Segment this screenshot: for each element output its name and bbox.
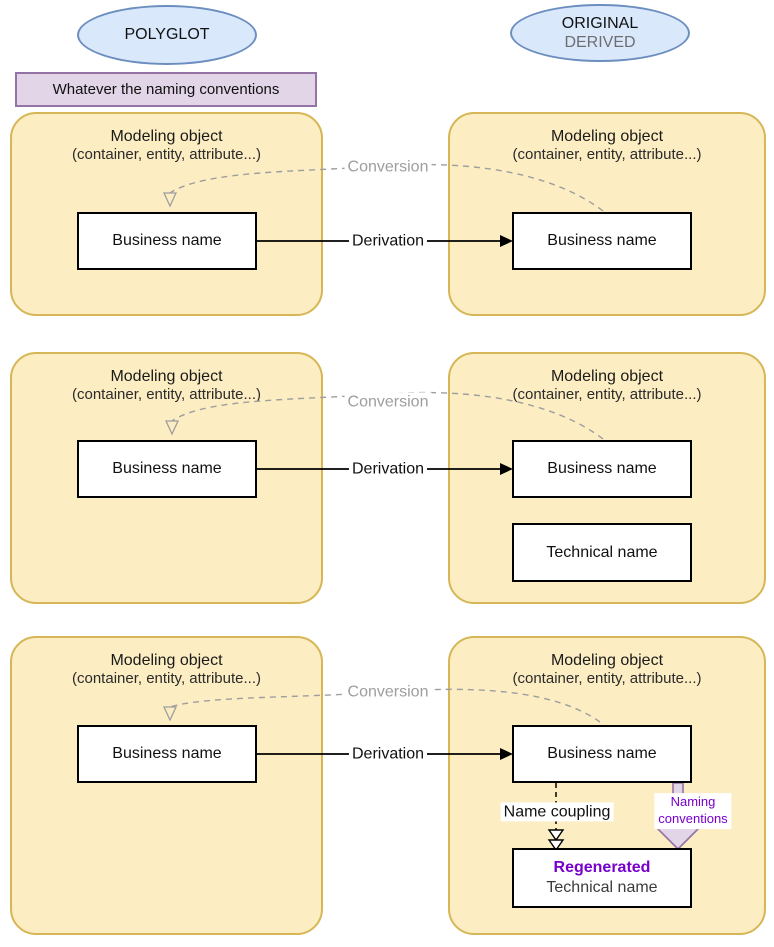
business-name-label: Business name: [547, 460, 657, 477]
panel-title: Modeling object: [110, 368, 223, 385]
business-name-box-row2-left: Business name: [77, 440, 257, 498]
polyglot-label: POLYGLOT: [124, 26, 210, 44]
regenerated-label: Regenerated: [553, 859, 651, 876]
panel-subtitle: (container, entity, attribute...): [72, 670, 261, 687]
naming-banner-label: Whatever the naming conventions: [52, 81, 280, 98]
conversion-arrowhead-icon: [162, 192, 178, 208]
derivation-label: Derivation: [348, 744, 428, 764]
derivation-label: Derivation: [348, 459, 428, 479]
naming-conventions-line2: conventions: [658, 811, 728, 826]
panel-title: Modeling object: [550, 652, 664, 669]
derivation-label: Derivation: [348, 231, 428, 251]
technical-name-label: Technical name: [546, 543, 658, 561]
business-name-box-row3-left: Business name: [77, 725, 257, 783]
naming-conventions-label: Naming conventions: [654, 793, 732, 829]
technical-name-box: Technical name: [512, 523, 692, 582]
business-name-label: Business name: [547, 745, 657, 762]
conversion-label: Conversion: [344, 157, 432, 177]
derived-label: DERIVED: [564, 34, 636, 51]
business-name-box-row1-right: Business name: [512, 212, 692, 270]
modeling-object-panel-row3-left: Modeling object (container, entity, attr…: [10, 636, 323, 935]
business-name-box-row3-right: Business name: [512, 725, 692, 783]
naming-conventions-line1: Naming: [670, 794, 716, 810]
derivation-arrowhead-icon: [500, 463, 513, 475]
business-name-box-row2-right: Business name: [512, 440, 692, 498]
panel-subtitle: (container, entity, attribute...): [72, 146, 261, 163]
original-derived-ellipse: ORIGINAL DERIVED: [510, 4, 690, 62]
panel-title: Modeling object: [110, 128, 223, 145]
name-coupling-label: Name coupling: [500, 802, 614, 822]
panel-subtitle: (container, entity, attribute...): [72, 386, 261, 403]
derivation-arrowhead-icon: [500, 748, 513, 760]
naming-banner: Whatever the naming conventions: [15, 72, 317, 107]
regenerated-technical-label: Technical name: [546, 879, 658, 896]
original-label: ORIGINAL: [561, 14, 639, 32]
conversion-arrowhead-icon: [164, 420, 180, 436]
business-name-label: Business name: [112, 745, 222, 762]
conversion-arrowhead-icon: [162, 706, 178, 722]
business-name-box-row1-left: Business name: [77, 212, 257, 270]
name-coupling-arrowhead-icon: [547, 839, 565, 852]
panel-subtitle: (container, entity, attribute...): [512, 146, 702, 163]
polyglot-ellipse: POLYGLOT: [77, 5, 257, 65]
panel-title: Modeling object: [550, 368, 664, 385]
conversion-label: Conversion: [344, 682, 432, 702]
panel-title: Modeling object: [110, 652, 223, 669]
panel-subtitle: (container, entity, attribute...): [512, 670, 702, 687]
name-coupling-arrowhead-icon: [547, 829, 565, 842]
derivation-arrowhead-icon: [500, 235, 513, 247]
business-name-label: Business name: [112, 232, 222, 249]
business-name-label: Business name: [547, 232, 657, 249]
conversion-label: Conversion: [344, 392, 432, 412]
business-name-label: Business name: [112, 460, 222, 477]
panel-title: Modeling object: [550, 128, 664, 145]
regenerated-technical-name-box: Regenerated Technical name: [512, 848, 692, 908]
panel-subtitle: (container, entity, attribute...): [512, 386, 702, 403]
